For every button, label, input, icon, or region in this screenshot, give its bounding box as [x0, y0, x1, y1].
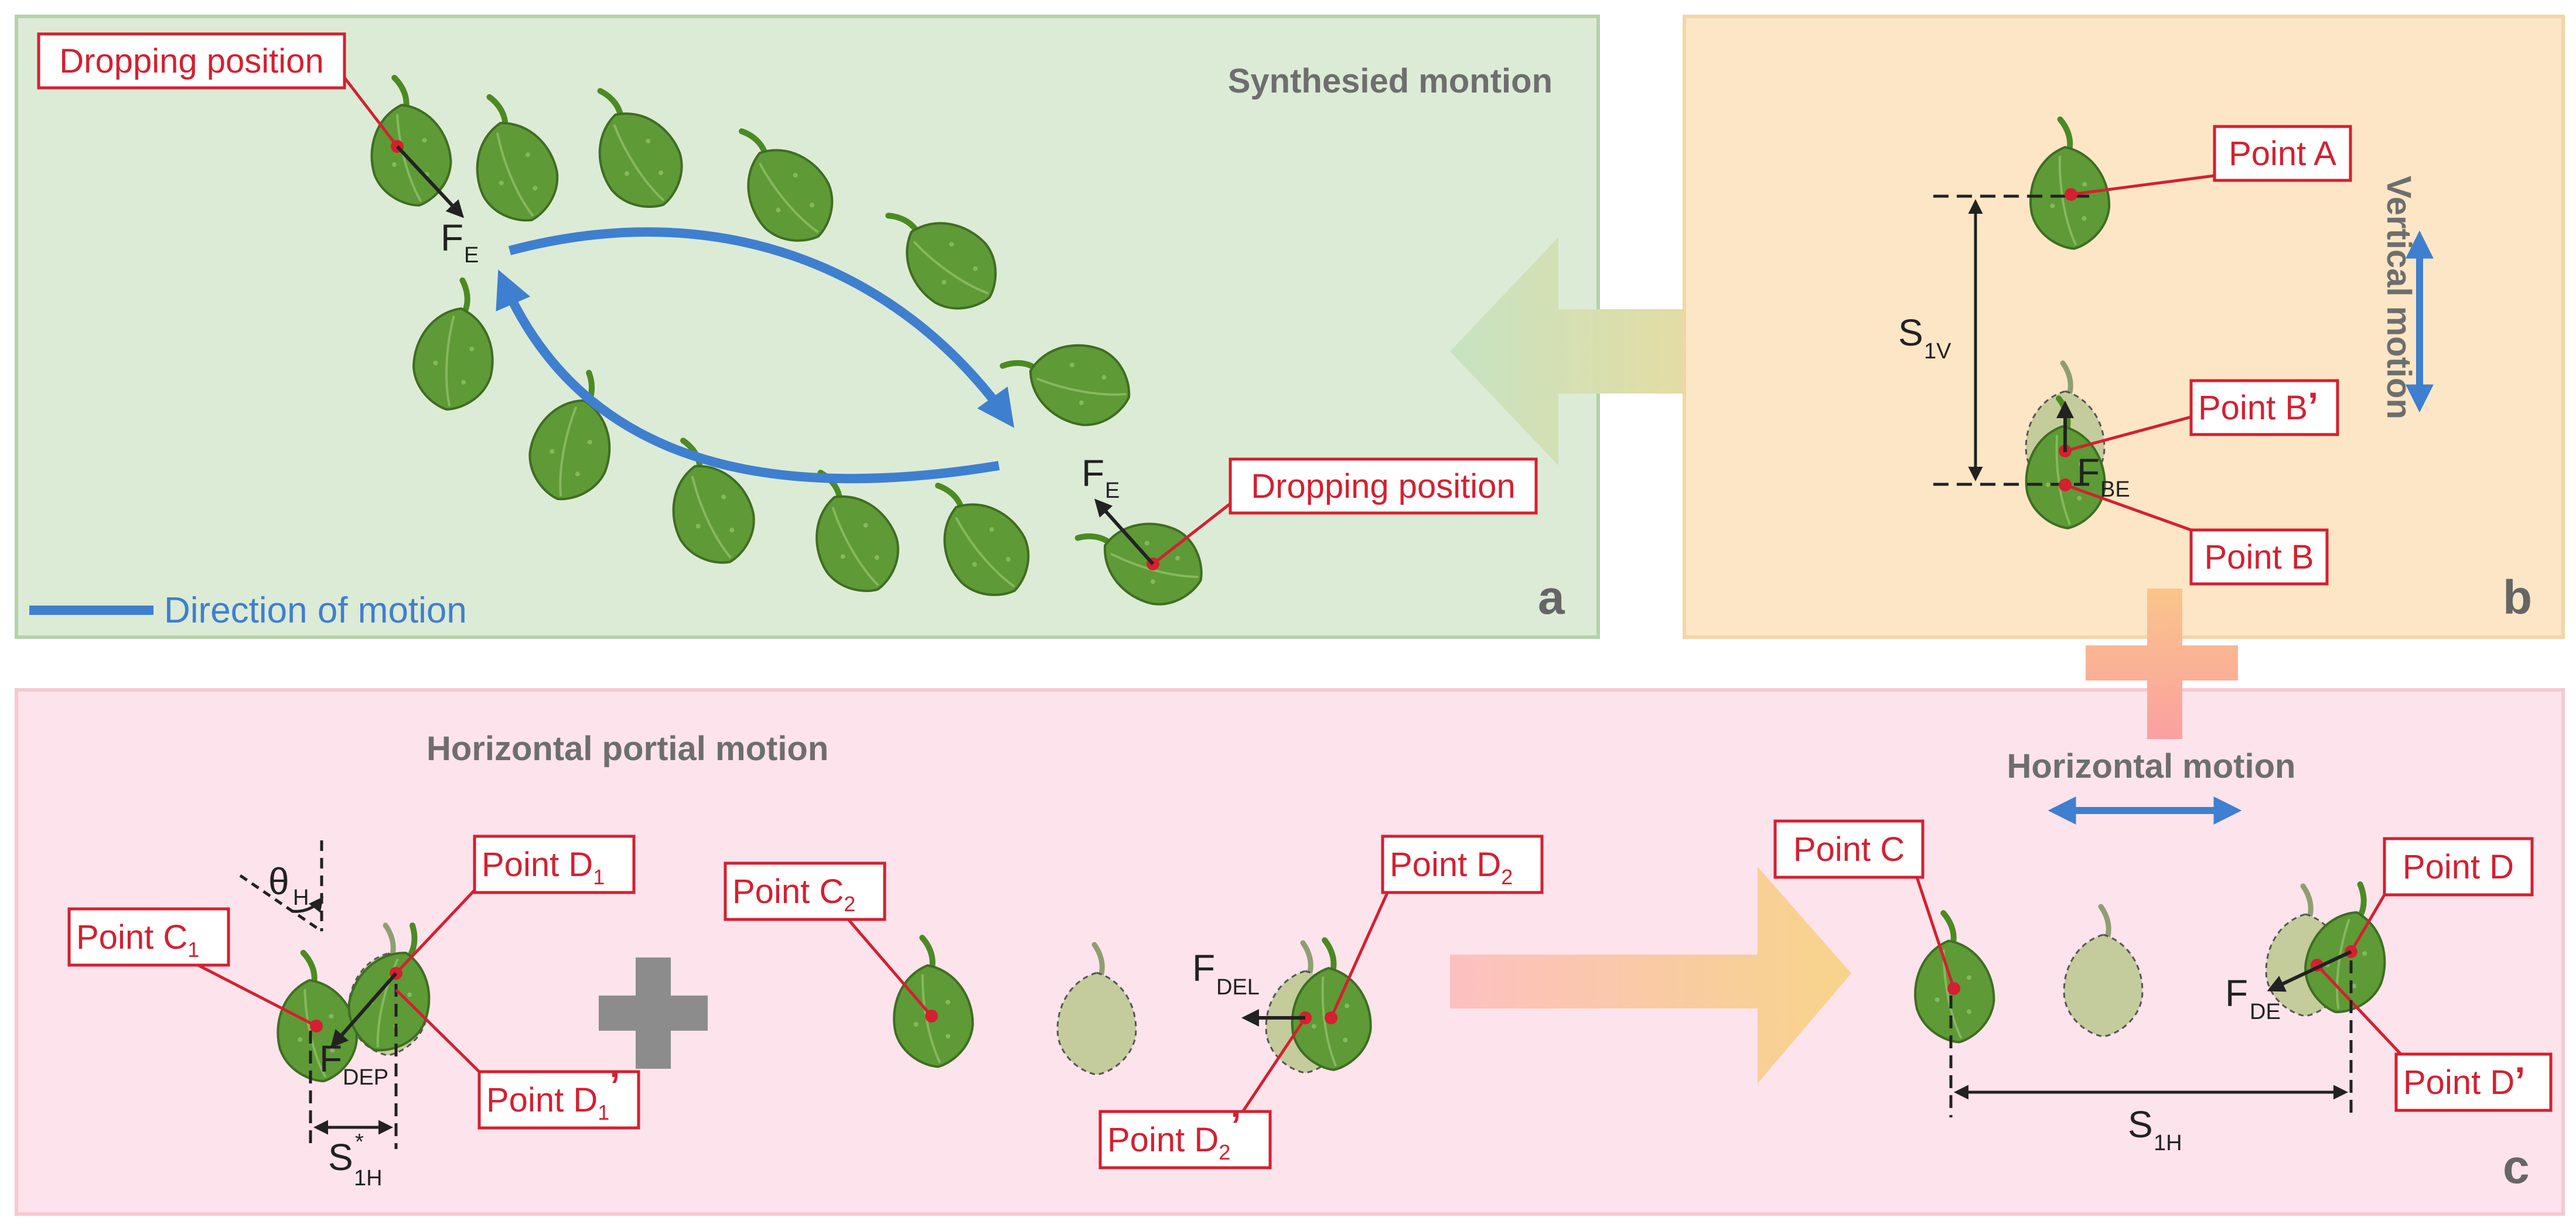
s-subscript: 1H: [2154, 1131, 2182, 1155]
label-point-d2-prime: Point D2’: [1107, 1103, 1241, 1164]
label-point-d-prime: Point D’: [2403, 1059, 2526, 1102]
force-subscript: BE: [2100, 477, 2130, 502]
label-box: [1098, 1110, 1272, 1170]
transfer-arrow-b-to-a: [1450, 237, 1850, 466]
force-arrow-fe-top: [395, 145, 465, 218]
force-symbol: F: [1192, 947, 1215, 989]
force-subscript: DE: [2250, 1000, 2281, 1024]
label-box: [2383, 837, 2534, 897]
force-arrow-fe-right: [1094, 498, 1155, 566]
panel-a-title: Synthesied montion: [1228, 62, 1553, 100]
callout-line: [2349, 894, 2386, 953]
force-symbol: F: [2077, 451, 2100, 493]
s-symbol: S: [1898, 312, 1923, 354]
callout-line: [2316, 964, 2402, 1055]
callout-line: [395, 889, 476, 974]
force-subscript: E: [464, 243, 479, 268]
label-point-d2: Point D2: [1390, 846, 1513, 889]
force-subscript: E: [1105, 478, 1120, 503]
label-box: [2189, 379, 2339, 436]
plus-icon: [599, 958, 708, 1069]
panel-letter-b: b: [2503, 571, 2532, 624]
panel-c-title-right: Horizontal motion: [2007, 747, 2296, 785]
label-point-c: Point C: [1793, 830, 1905, 868]
label-box: [67, 907, 230, 967]
callout-line: [2065, 415, 2192, 453]
s-subscript: 1V: [1924, 339, 1951, 364]
plus-connector-b-c: [2086, 589, 2238, 739]
force-arrow-fde: [2267, 950, 2352, 992]
label-point-c1: Point C1: [76, 918, 199, 962]
callout-line: [1240, 1017, 1307, 1114]
callout-line: [1152, 502, 1231, 565]
panel-b-background: [1683, 15, 2565, 639]
label-box: [37, 32, 346, 90]
legend-label: Direction of motion: [164, 590, 467, 631]
label-point-d1-prime: Point D1’: [486, 1064, 620, 1124]
force-symbol: F: [1081, 452, 1104, 494]
callout-line: [1915, 877, 1956, 989]
label-box: [2189, 528, 2329, 586]
label-box: [1773, 819, 1925, 879]
label-point-d1: Point D1: [482, 846, 605, 889]
label-point-a: Point A: [2229, 135, 2336, 173]
transfer-arrow-c: [1450, 867, 1851, 1083]
panel-b: Vertical motion S 1V Point A Point B’ Po…: [1683, 15, 2565, 639]
motion-arrow-upper: [508, 227, 1015, 428]
s-star-symbol: S: [328, 1136, 353, 1178]
s-symbol: S: [2128, 1103, 2153, 1145]
panel-c: Horizontal portial motion Horizontal mot…: [15, 589, 2565, 1216]
motion-arrow-lower: [496, 269, 1000, 484]
panel-c-title-left: Horizontal portial motion: [427, 730, 828, 768]
callout-line: [197, 963, 318, 1028]
label-box: [724, 861, 886, 921]
label-box: [1229, 457, 1538, 515]
panel-b-title: Vertical motion: [2380, 176, 2418, 419]
theta-symbol: θ: [268, 860, 289, 902]
label-point-b: Point B: [2205, 538, 2314, 576]
force-symbol: F: [441, 217, 463, 259]
label-box: [1381, 835, 1544, 894]
callout-line: [395, 989, 480, 1073]
panel-c-background: [15, 688, 2565, 1216]
theta-subscript: H: [293, 885, 309, 910]
label-box: [473, 835, 636, 894]
label-box: [2394, 1052, 2553, 1112]
panel-a: Synthesied montion Dropping position F E: [15, 15, 1600, 639]
label-box: [2213, 125, 2352, 182]
force-arrow-fdep: [330, 972, 398, 1048]
label-point-c2: Point C2: [732, 873, 855, 916]
force-symbol: F: [2225, 972, 2248, 1014]
panel-letter-a: a: [1538, 571, 1565, 624]
panel-letter-c: c: [2503, 1140, 2530, 1194]
callout-line: [2065, 483, 2192, 532]
callout-line: [2070, 174, 2215, 196]
label-dropping-position-top: Dropping position: [59, 42, 323, 80]
panel-a-background: [15, 15, 1600, 639]
label-point-b-prime: Point B’: [2198, 384, 2318, 428]
theta-reference-incline: [239, 874, 323, 933]
callout-line: [340, 73, 398, 148]
force-symbol: F: [319, 1038, 342, 1080]
force-subscript: DEL: [1216, 975, 1260, 1000]
callout-line: [847, 918, 933, 1017]
s-star-subscript: 1H: [354, 1166, 383, 1191]
callout-line: [1329, 889, 1390, 1019]
label-box: [477, 1070, 640, 1130]
label-point-d: Point D: [2403, 848, 2514, 886]
force-subscript: DEP: [343, 1065, 388, 1090]
s-star-superscript: *: [355, 1130, 364, 1154]
theta-arc: [292, 897, 324, 913]
label-dropping-position-right: Dropping position: [1251, 467, 1515, 505]
